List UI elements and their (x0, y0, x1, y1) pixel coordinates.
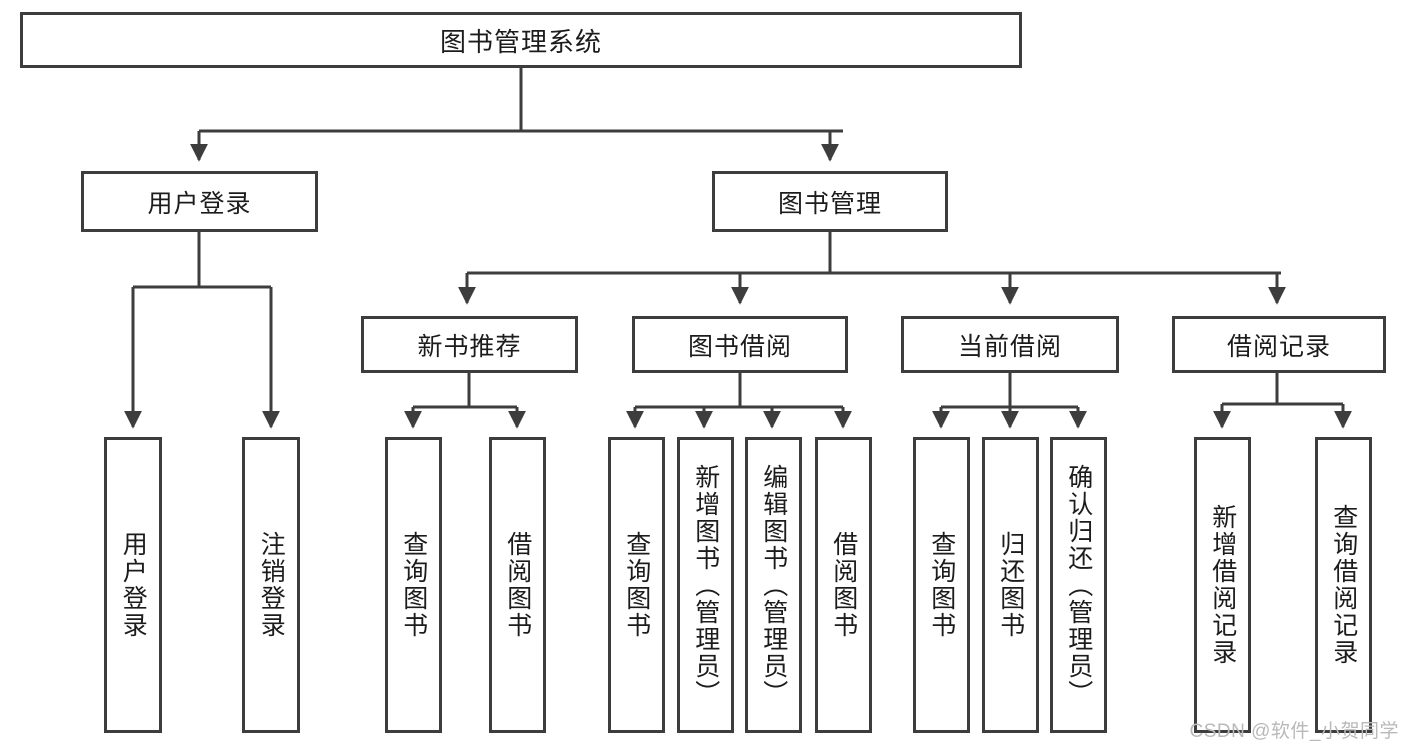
node-label: 借阅记录 (1226, 332, 1331, 361)
leaf-record-query-record[interactable]: 查询借阅记录 (1315, 437, 1372, 733)
node-root-system[interactable]: 图书管理系统 (20, 12, 1022, 68)
node-current-borrow[interactable]: 当前借阅 (901, 316, 1119, 373)
node-label: 图书借阅 (687, 332, 792, 361)
node-label: 用户登录 (147, 189, 252, 218)
node-book-management[interactable]: 图书管理 (712, 171, 948, 232)
leaf-current-return-book[interactable]: 归还图书 (982, 437, 1039, 733)
node-label: 查询图书 (927, 531, 956, 639)
leaf-record-add-record[interactable]: 新增借阅记录 (1194, 437, 1251, 733)
node-book-borrow[interactable]: 图书借阅 (632, 316, 848, 373)
node-user-login[interactable]: 用户登录 (81, 171, 318, 232)
node-borrow-record[interactable]: 借阅记录 (1172, 316, 1386, 373)
node-label: 图书管理系统 (439, 26, 602, 57)
leaf-borrow-borrow-book[interactable]: 借阅图书 (815, 437, 872, 733)
leaf-recommend-query-book[interactable]: 查询图书 (385, 437, 442, 733)
leaf-borrow-edit-book-admin[interactable]: 编辑图书（管理员） (745, 437, 802, 733)
leaf-borrow-query-book[interactable]: 查询图书 (608, 437, 665, 733)
node-label: 查询图书 (399, 531, 428, 639)
node-label: 新书推荐 (417, 332, 522, 361)
node-label: 当前借阅 (957, 332, 1062, 361)
node-label: 归还图书 (996, 531, 1025, 639)
node-label: 图书管理 (777, 189, 882, 218)
node-label: 确认归还（管理员） (1064, 463, 1093, 707)
leaf-current-query-book[interactable]: 查询图书 (913, 437, 970, 733)
leaf-user-login-signin[interactable]: 用户登录 (104, 437, 162, 733)
node-label: 借阅图书 (829, 531, 858, 639)
node-label: 借阅图书 (503, 531, 532, 639)
node-label: 用户登录 (119, 531, 148, 639)
node-label: 新增图书（管理员） (691, 463, 720, 707)
leaf-current-confirm-return-admin[interactable]: 确认归还（管理员） (1050, 437, 1107, 733)
node-label: 新增借阅记录 (1208, 504, 1237, 666)
leaf-recommend-borrow-book[interactable]: 借阅图书 (489, 437, 546, 733)
leaf-borrow-add-book-admin[interactable]: 新增图书（管理员） (677, 437, 734, 733)
node-label: 注销登录 (257, 531, 286, 639)
leaf-user-login-signout[interactable]: 注销登录 (242, 437, 300, 733)
node-label: 编辑图书（管理员） (759, 463, 788, 707)
node-label: 查询图书 (622, 531, 651, 639)
node-label: 查询借阅记录 (1329, 504, 1358, 666)
node-new-book-recommend[interactable]: 新书推荐 (361, 316, 578, 373)
